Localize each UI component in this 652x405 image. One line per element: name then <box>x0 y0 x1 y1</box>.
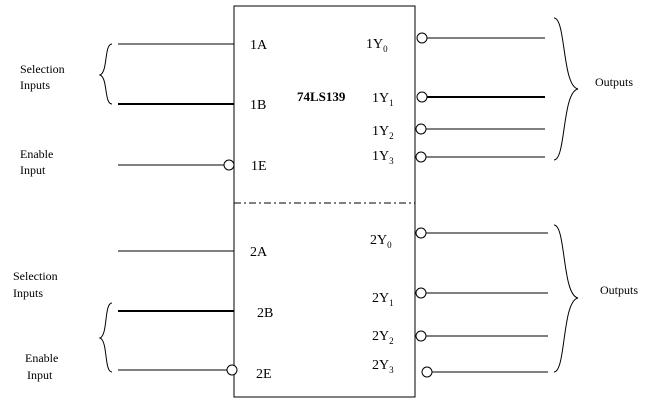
pin-2y0-label: 2Y0 <box>370 233 392 250</box>
pin-1y2-label: 1Y2 <box>372 124 394 141</box>
pin-1b-label: 1B <box>250 98 266 113</box>
enable-input-top-line1: Enable <box>20 147 53 161</box>
pin-1y0-label: 1Y0 <box>366 37 388 54</box>
pin-2y2-label: 2Y2 <box>372 329 394 346</box>
bubble-1y1 <box>416 91 428 103</box>
chip-body <box>233 5 416 398</box>
bubble-1y0 <box>416 32 428 44</box>
bubble-2y1 <box>415 287 427 299</box>
pin-1y3-label: 1Y3 <box>372 149 394 166</box>
selection-inputs-bottom-line2: Inputs <box>13 286 43 300</box>
bubble-2y3 <box>421 366 433 378</box>
outputs-top-label: Outputs <box>595 75 633 89</box>
bubble-2y0 <box>415 227 427 239</box>
pin-2b-label: 2B <box>257 306 273 321</box>
pin-2y3-label: 2Y3 <box>372 358 394 375</box>
selection-inputs-top-line2: Inputs <box>20 78 50 92</box>
pin-2y1-label: 2Y1 <box>372 291 394 308</box>
chip-name: 74LS139 <box>297 89 346 104</box>
pin-2a-label: 2A <box>250 245 268 260</box>
brace-selection-bottom <box>98 302 113 373</box>
enable-input-bottom-line2: Input <box>27 368 53 382</box>
bubble-2y2 <box>415 330 427 342</box>
pin-1e-label: 1E <box>251 159 267 174</box>
selection-inputs-top-line1: Selection <box>20 62 65 76</box>
brace-outputs-top <box>553 17 579 161</box>
enable-input-bottom-line1: Enable <box>25 351 58 365</box>
enable-input-top-line2: Input <box>20 163 46 177</box>
bubble-2e <box>226 364 238 376</box>
selection-inputs-bottom-line1: Selection <box>13 269 58 283</box>
bubble-1e <box>223 159 235 171</box>
brace-outputs-bottom <box>553 224 579 373</box>
outputs-bottom-label: Outputs <box>600 283 638 297</box>
bubble-1y2 <box>415 123 427 135</box>
pin-1a-label: 1A <box>250 38 268 53</box>
bubble-1y3 <box>415 151 427 163</box>
brace-selection-top <box>98 43 113 105</box>
pin-2e-label: 2E <box>256 367 272 382</box>
pin-1y1-label: 1Y1 <box>372 91 394 108</box>
